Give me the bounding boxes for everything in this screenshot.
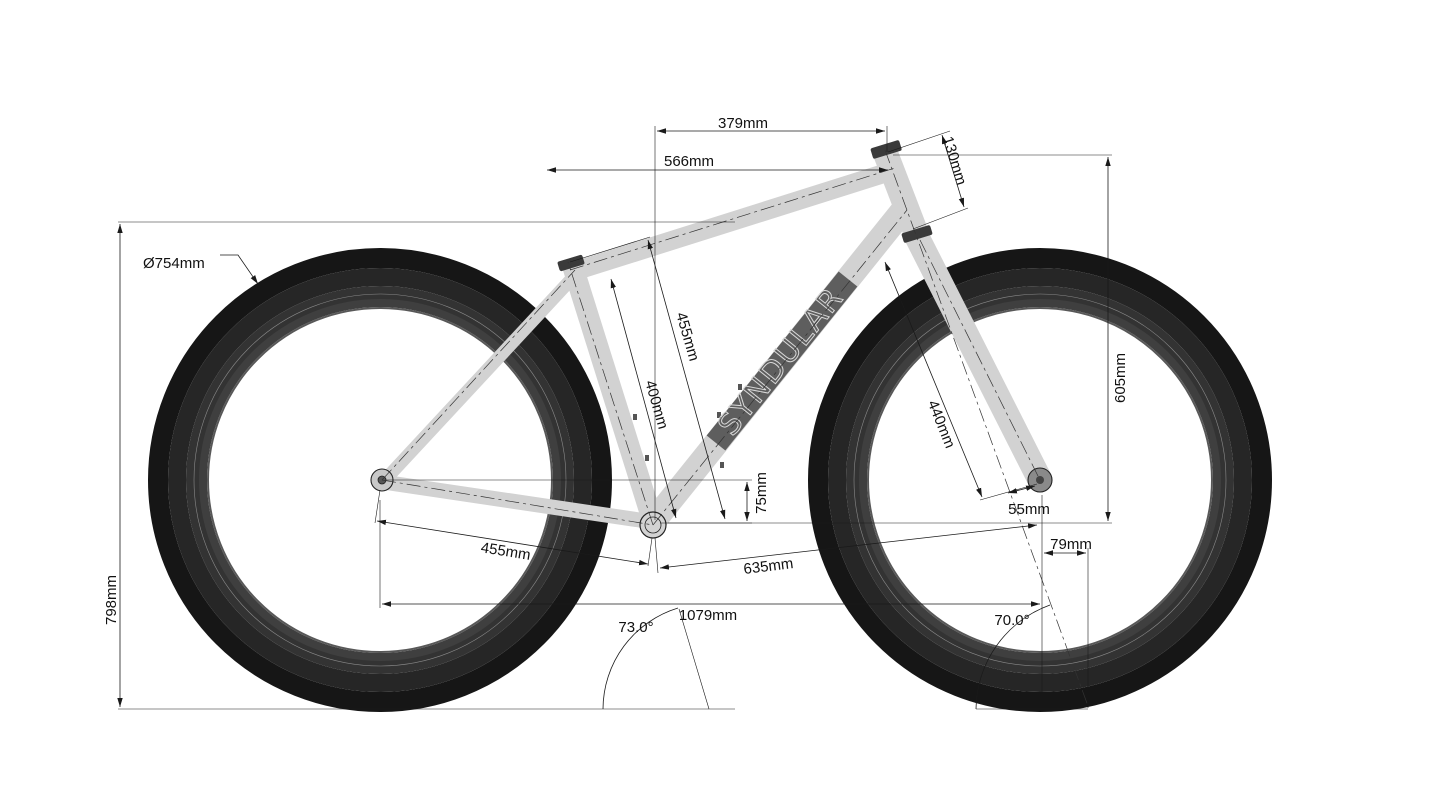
down-tube-centerline <box>652 209 908 526</box>
headset-lower-cup <box>901 225 933 243</box>
down-tube-panel <box>706 271 858 451</box>
label-seat-angle: 73.0° <box>618 619 653 636</box>
seatstay <box>378 267 583 487</box>
seat-clamp <box>557 254 585 272</box>
seat-tube-centerline <box>567 261 654 526</box>
label-379: 379mm <box>718 115 768 132</box>
label-455-seat-tube: 455mm <box>672 310 702 363</box>
label-1079: 1079mm <box>679 607 737 624</box>
label-75: 75mm <box>753 472 770 514</box>
bottle-boss <box>645 455 649 461</box>
dim-455-cs <box>376 519 649 566</box>
bottle-boss <box>633 414 637 420</box>
front-tire <box>808 248 1272 712</box>
top-tube-centerline <box>569 167 896 271</box>
front-tire-band <box>859 299 1221 661</box>
label-55: 55mm <box>1008 501 1050 518</box>
steering-axis <box>884 149 1089 707</box>
label-440: 440mm <box>924 398 959 451</box>
front-tire-band <box>846 286 1234 674</box>
dimension-lines <box>117 126 1112 710</box>
label-130: 130mm <box>939 134 970 187</box>
headset-top-cap <box>870 140 902 159</box>
dim-455-cs-ext <box>647 537 653 567</box>
label-head-angle: 70.0° <box>994 612 1029 629</box>
front-wheel <box>808 248 1272 712</box>
seatstay-centerline <box>381 269 576 481</box>
label-605: 605mm <box>1112 353 1129 403</box>
dim-455-st-ext <box>569 236 651 263</box>
dim-130 <box>941 134 965 208</box>
dim-130-ext <box>887 130 951 153</box>
label-400: 400mm <box>641 378 671 431</box>
dim-400 <box>610 278 677 519</box>
dim-wheel-diameter-leader <box>220 254 259 285</box>
dim-635 <box>659 523 1038 570</box>
dim-440-ext <box>979 483 1038 501</box>
label-79: 79mm <box>1050 536 1092 553</box>
label-566: 566mm <box>664 153 714 170</box>
label-455-chainstay: 455mm <box>480 539 532 564</box>
dim-455-cs-ext <box>374 489 381 524</box>
bottle-boss <box>738 384 742 390</box>
seat-angle-ray <box>678 608 710 710</box>
seat-angle-arc <box>602 607 679 710</box>
dim-130-ext <box>912 207 969 230</box>
chainstay-centerline <box>381 479 654 526</box>
front-tire-band <box>828 268 1252 692</box>
front-rim <box>867 307 1213 653</box>
dim-440 <box>884 261 983 498</box>
dim-55 <box>1007 485 1036 494</box>
dim-635-ext <box>654 537 659 574</box>
top-tube <box>569 160 898 282</box>
head-angle-arc <box>975 604 1051 710</box>
bottle-boss <box>720 462 724 468</box>
label-635: 635mm <box>743 555 795 578</box>
label-wheel-diameter: Ø754mm <box>143 255 205 272</box>
front-rim-edge <box>853 293 1227 667</box>
label-overall-height: 798mm <box>103 575 120 625</box>
frame: SYNDULAR <box>370 140 1053 539</box>
chainstay <box>381 474 655 530</box>
